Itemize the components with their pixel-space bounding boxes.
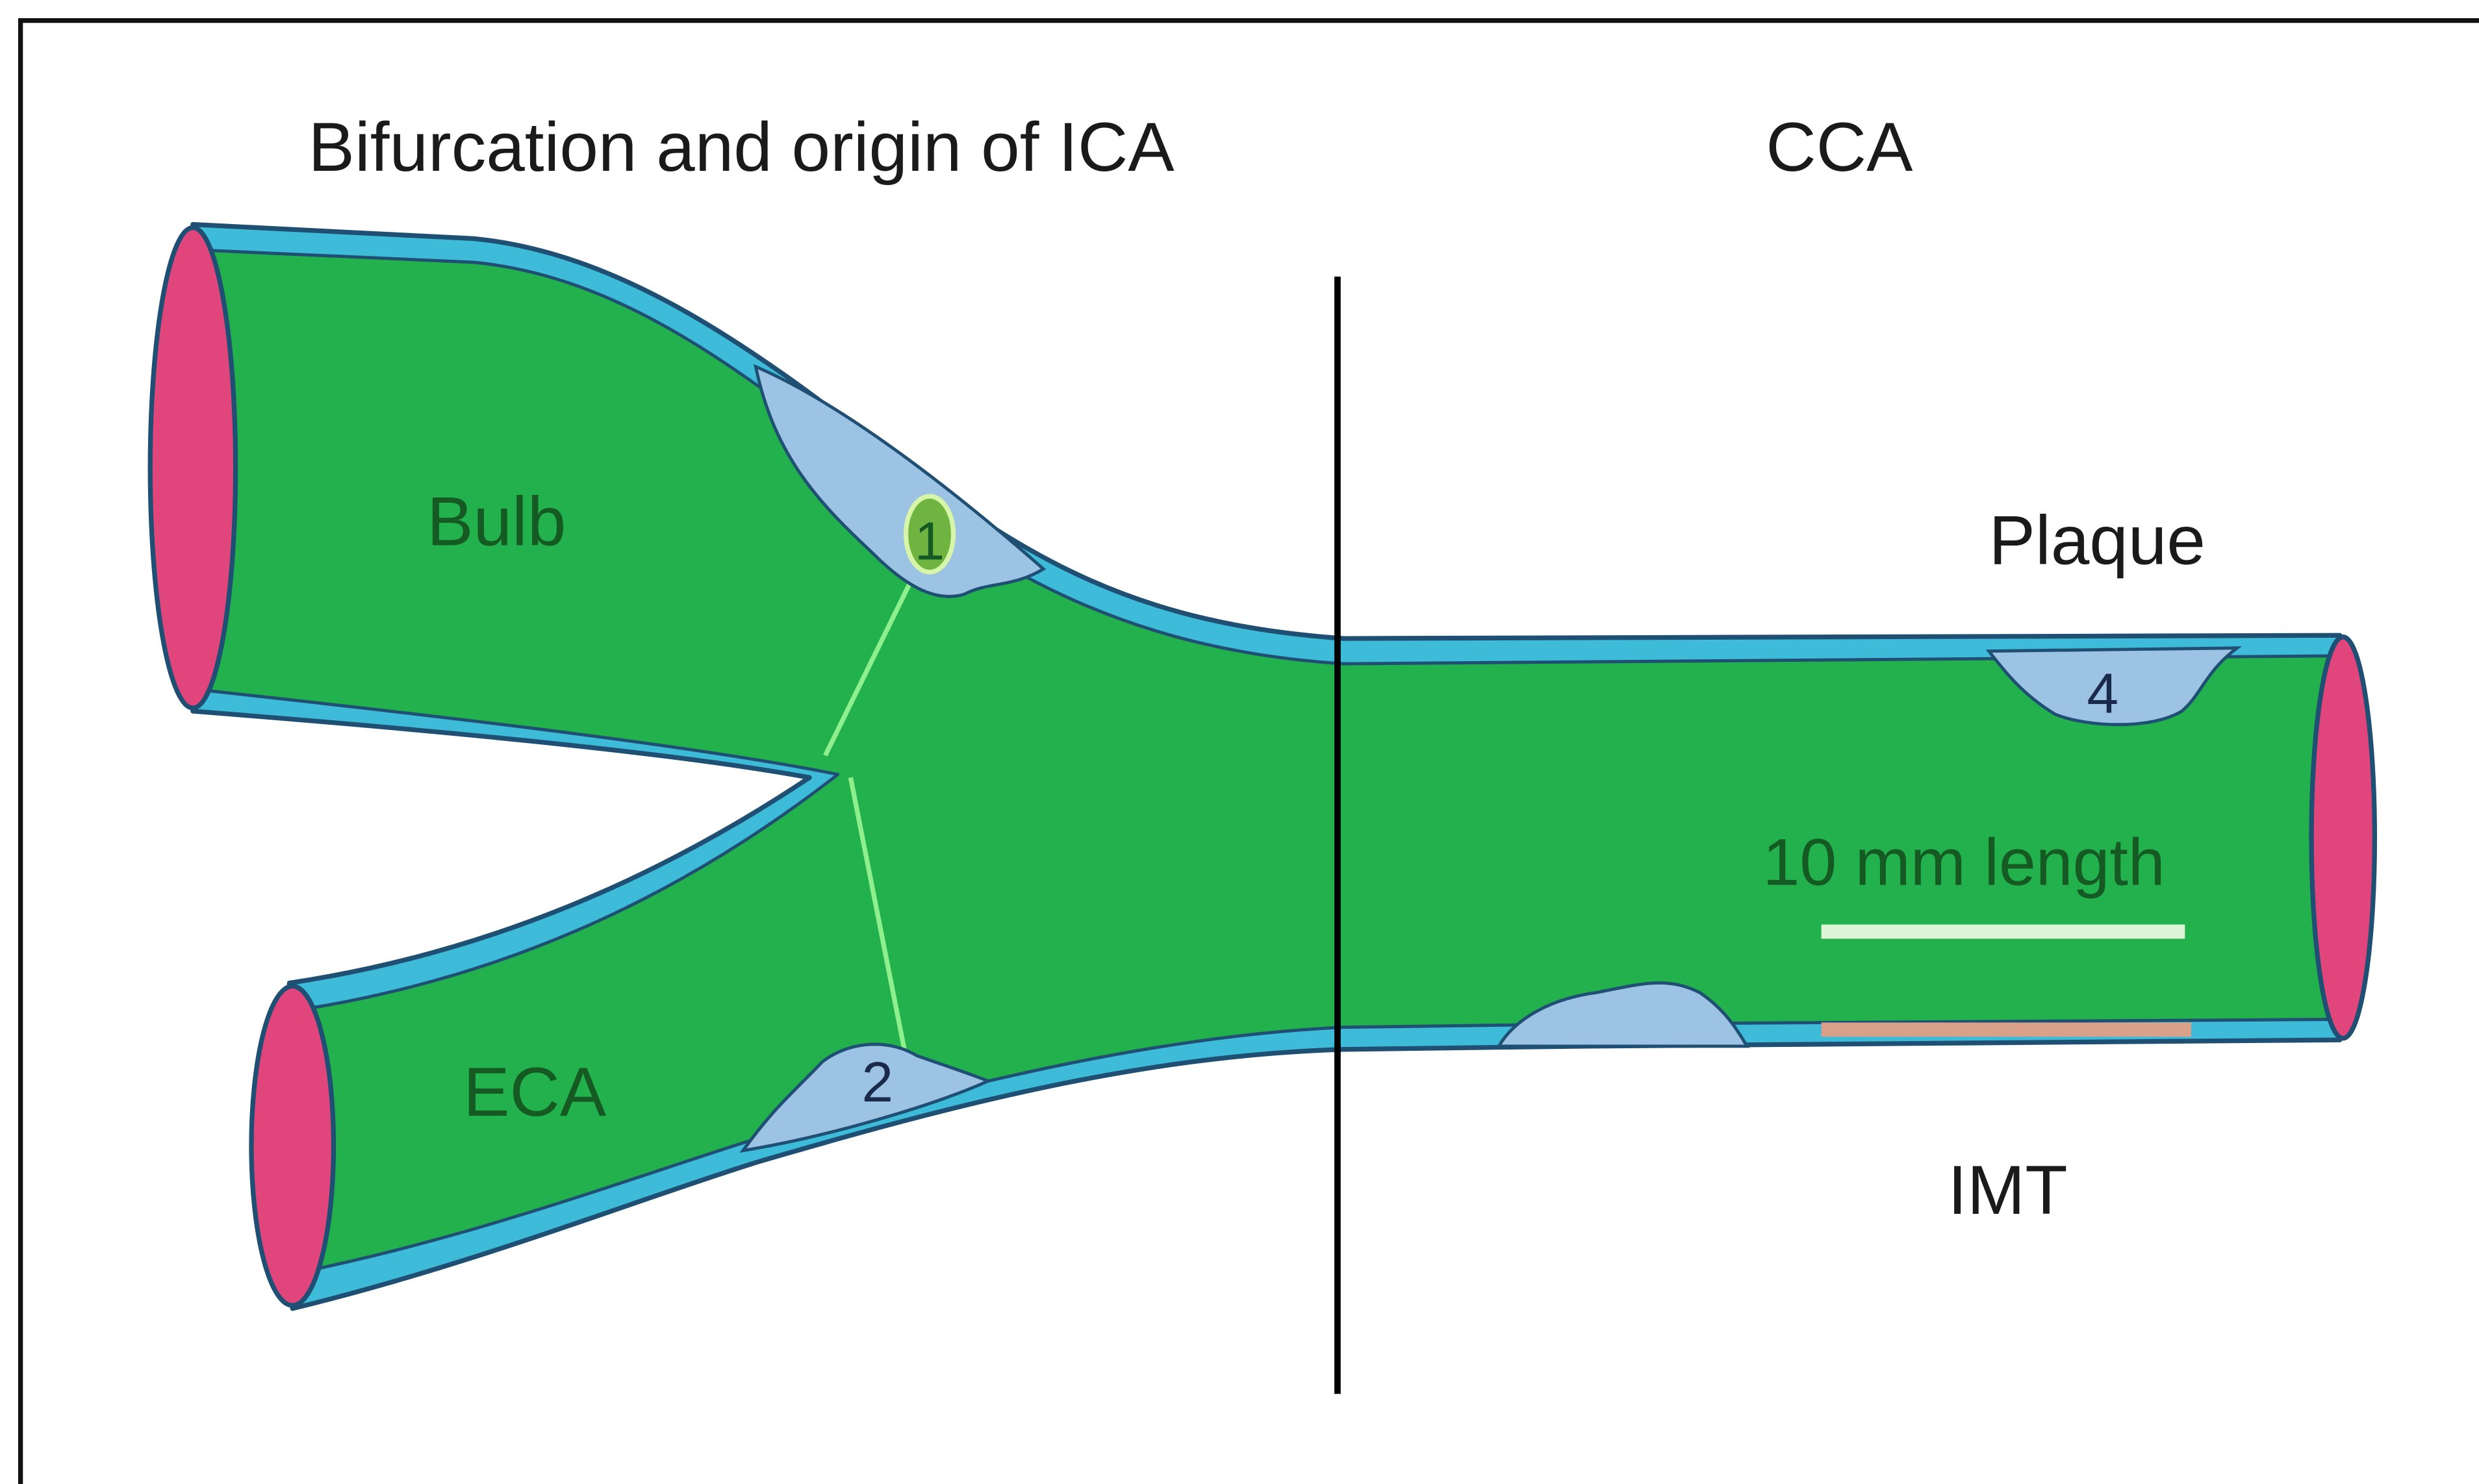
scale-bar [1822,925,2185,939]
marker-2-number: 2 [861,1050,893,1114]
scale-label: 10 mm length [1763,825,2165,899]
marker-1-number: 1 [915,510,945,571]
right-region-title: CCA [1766,108,1913,186]
ica-opening [150,227,235,708]
imt-label: IMT [1948,1151,2067,1229]
plaque-label: Plaque [1989,501,2206,579]
eca-opening [251,986,334,1305]
left-region-title: Bifurcation and origin of ICA [309,108,1175,186]
cca-opening [2311,637,2374,1038]
eca-label: ECA [463,1053,607,1131]
imt-marker [1822,1022,2191,1037]
bulb-label: Bulb [427,483,566,560]
marker-4-number: 4 [2087,661,2118,725]
